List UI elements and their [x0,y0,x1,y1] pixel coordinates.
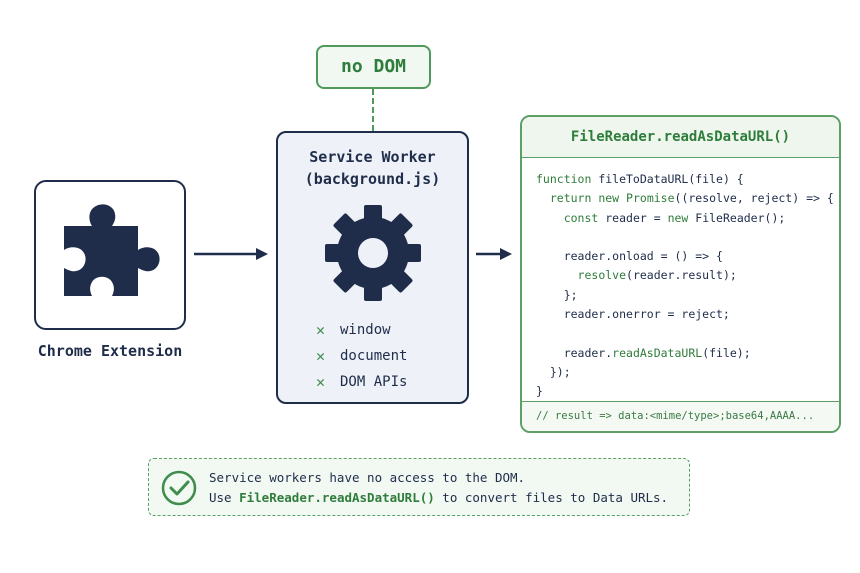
unavailable-item-label: window [340,322,391,338]
badge-connector [372,89,374,131]
note-line2-prefix: Use [209,490,240,505]
code-line: const reader = new FileReader(); [563,210,786,225]
unavailable-api-list: ✕ window ✕ document ✕ DOM APIs [316,317,407,395]
check-circle-icon [161,470,197,506]
cross-icon: ✕ [316,347,326,365]
arrow-extension-to-worker [194,246,270,262]
code-block: function fileToDataURL(file) { return ne… [522,158,839,402]
service-worker-title-line1: Service Worker [309,148,436,166]
gear-icon [323,203,423,307]
unavailable-item-label: DOM APIs [340,374,408,390]
note-line1: Service workers have no access to the DO… [209,470,526,485]
code-panel: FileReader.readAsDataURL() function file… [520,115,841,433]
unavailable-item: ✕ document [316,343,407,369]
code-line: reader.onload = () => { [536,249,723,264]
note-text: Service workers have no access to the DO… [209,468,668,508]
info-note: Service workers have no access to the DO… [148,458,690,516]
puzzle-piece-icon [64,204,160,296]
unavailable-item: ✕ DOM APIs [316,369,407,395]
code-line [536,228,839,247]
code-line [536,324,839,343]
note-line2: Use FileReader.readAsDataURL() to conver… [209,488,668,508]
service-worker-title-line2: (background.js) [304,170,441,188]
service-worker-title: Service Worker (background.js) [276,146,469,190]
note-line2-highlight: FileReader.readAsDataURL() [239,490,435,505]
code-line: reader.onerror = reject; [536,307,730,322]
unavailable-item-label: document [340,348,408,364]
cross-icon: ✕ [316,321,326,339]
chrome-extension-card [34,180,186,330]
chrome-extension-label: Chrome Extension [37,342,183,360]
code-line: resolve(reader.result); [577,268,737,283]
unavailable-item: ✕ window [316,317,407,343]
code-line: }); [536,364,571,379]
cross-icon: ✕ [316,373,326,391]
code-line: reader.readAsDataURL(file); [536,345,751,360]
arrow-worker-to-code [476,246,514,262]
code-result-comment: // result => data:<mime/type>;base64,AAA… [522,401,839,431]
code-panel-title: FileReader.readAsDataURL() [522,117,839,158]
code-line: return new Promise((resolve, reject) => … [549,191,834,206]
code-line: }; [536,287,578,302]
note-line2-suffix: to convert files to Data URLs. [434,490,669,505]
no-dom-badge: no DOM [316,45,431,89]
code-line: } [536,384,543,399]
code-line: function fileToDataURL(file) { [536,172,744,186]
